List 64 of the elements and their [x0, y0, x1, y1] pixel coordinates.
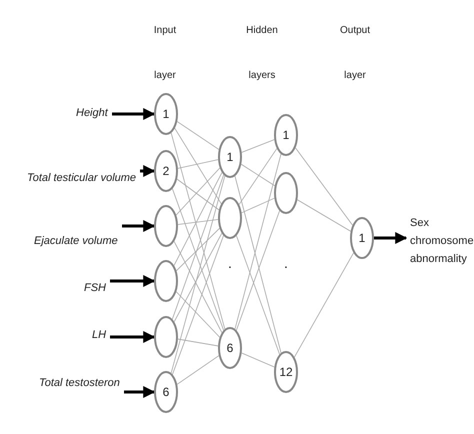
connection-line — [170, 176, 226, 374]
feature-label: FSH — [84, 281, 106, 295]
neuron-circle: 6 — [154, 371, 178, 413]
connection-line — [236, 210, 280, 331]
connection-line — [176, 168, 220, 216]
feature-label: Height — [76, 106, 108, 120]
feature-label: Ejaculate volume — [34, 234, 118, 248]
neuron-circle — [218, 197, 242, 239]
connection-line — [234, 154, 282, 330]
connection-line — [178, 219, 218, 225]
connection-line — [174, 241, 222, 333]
layer-heading: Output — [340, 25, 370, 36]
arrow — [110, 331, 156, 343]
connection-line — [236, 235, 280, 355]
connection-line — [240, 164, 276, 186]
neuron-circle: 1 — [154, 93, 178, 135]
feature-label: LH — [92, 328, 106, 342]
connection-line — [172, 174, 224, 320]
neuron-circle: 12 — [274, 351, 298, 393]
neuron-circle: 1 — [350, 217, 374, 259]
neuron-circle: 1 — [274, 114, 298, 156]
connection-line — [296, 199, 352, 232]
connection-line — [241, 139, 275, 153]
layer-heading: layer — [344, 70, 366, 81]
connection-line — [238, 148, 278, 205]
connection-line — [294, 252, 354, 358]
connection-line — [241, 198, 275, 214]
connection-line — [174, 128, 222, 204]
connection-line — [172, 235, 224, 375]
connection-line — [241, 352, 275, 368]
arrow — [110, 275, 156, 287]
ellipsis-dot: . — [284, 255, 288, 271]
neuron-circle: 6 — [218, 327, 242, 369]
neuron-circle — [154, 260, 178, 302]
neuron-circle — [154, 205, 178, 247]
connection-line — [234, 176, 282, 354]
ellipsis-dot: . — [228, 255, 232, 271]
connection-line — [174, 232, 222, 322]
neuron-circle — [154, 316, 178, 358]
arrow — [124, 386, 156, 398]
connection-line — [176, 121, 220, 150]
connection-line — [176, 355, 220, 385]
layer-heading: Hidden — [246, 25, 278, 36]
connection-line — [174, 172, 222, 266]
arrow — [112, 108, 156, 120]
neuron-circle: 2 — [154, 150, 178, 192]
connection-line — [176, 291, 220, 338]
layer-heading: layer — [154, 70, 176, 81]
layer-heading: layers — [248, 70, 276, 81]
arrow — [374, 232, 408, 244]
connection-line — [176, 178, 220, 210]
arrow — [122, 220, 156, 232]
connection-line — [172, 188, 224, 331]
connection-line — [295, 147, 353, 226]
neuron-circle: 1 — [218, 136, 242, 178]
connection-line — [178, 338, 218, 346]
feature-label: Total testicular volume — [27, 171, 136, 185]
connection-line — [176, 228, 220, 272]
layer-heading: Input — [154, 25, 176, 36]
feature-label: Total testosteron — [39, 376, 120, 390]
arrow — [140, 165, 156, 177]
neuron-circle — [274, 172, 298, 214]
connection-line — [170, 132, 226, 330]
connection-line — [178, 159, 218, 169]
